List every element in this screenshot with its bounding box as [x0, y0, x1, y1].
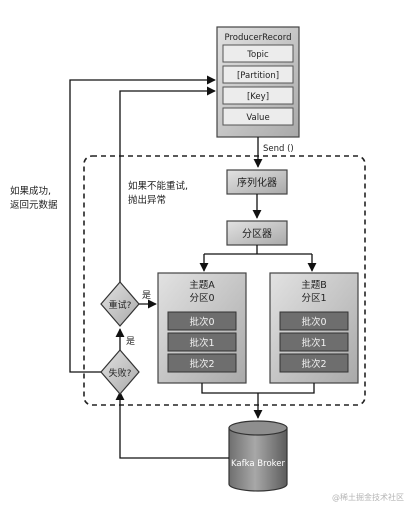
retry-decision-diamond	[100, 281, 140, 327]
topic-b-title: 主题B	[301, 279, 327, 291]
producer-record: ProducerRecord Topic [Partition] [Key] V…	[216, 26, 300, 138]
batch-label: 批次2	[189, 358, 214, 370]
retry-label: 重试?	[109, 299, 132, 311]
success-metadata-arrow	[69, 75, 216, 373]
batch-box	[167, 332, 237, 352]
batch-box	[279, 311, 349, 331]
no-retry-note-line1: 如果不能重试,	[128, 180, 188, 192]
batch-label: 批次1	[189, 337, 214, 349]
no-retry-note-line2: 抛出异常	[128, 194, 166, 206]
no-retry-exception-arrow	[119, 86, 216, 282]
record-field: Value	[222, 107, 294, 126]
producer-record-title: ProducerRecord	[224, 33, 291, 43]
batch-label: 批次0	[301, 316, 326, 328]
topics-merge-line	[201, 383, 315, 394]
topic-a-box: 主题A 分区0 批次0 批次1 批次2	[157, 272, 247, 384]
record-field-topic: Topic	[246, 50, 269, 60]
record-field-key: [Key]	[247, 92, 269, 102]
partitioner-fork-line	[204, 245, 312, 255]
fail-yes-label: 是	[126, 336, 135, 347]
kafka-broker-cylinder	[228, 420, 288, 492]
record-field: [Key]	[222, 86, 294, 105]
batch-box	[167, 353, 237, 373]
broker-label: Kafka Broker	[231, 459, 285, 469]
success-note-line1: 如果成功,	[10, 185, 51, 197]
fail-label: 失败?	[109, 367, 132, 379]
partitioner-box	[226, 220, 288, 246]
watermark: @稀土掘金技术社区	[332, 492, 404, 502]
retry-yes-label: 是	[142, 290, 151, 301]
serializer-label: 序列化器	[237, 176, 277, 189]
success-note-line2: 返回元数据	[10, 199, 58, 211]
topic-a-title: 主题A	[189, 279, 215, 291]
record-field: Topic	[222, 44, 294, 63]
batch-label: 批次2	[301, 358, 326, 370]
batch-box	[279, 353, 349, 373]
batch-box	[167, 311, 237, 331]
topic-a-partition: 分区0	[189, 293, 214, 304]
batch-box	[279, 332, 349, 352]
send-label: Send ()	[263, 144, 294, 154]
broker-response-arrow	[115, 391, 229, 459]
topic-b-box: 主题B 分区1 批次0 批次1 批次2	[269, 272, 359, 384]
partitioner-label: 分区器	[242, 228, 272, 240]
topic-b-partition: 分区1	[301, 293, 326, 304]
record-field-value: Value	[246, 113, 269, 123]
batch-label: 批次1	[301, 337, 326, 349]
batch-label: 批次0	[189, 316, 214, 328]
record-field-partition: [Partition]	[237, 71, 279, 81]
fail-decision-diamond	[100, 349, 140, 395]
record-field: [Partition]	[222, 65, 294, 84]
